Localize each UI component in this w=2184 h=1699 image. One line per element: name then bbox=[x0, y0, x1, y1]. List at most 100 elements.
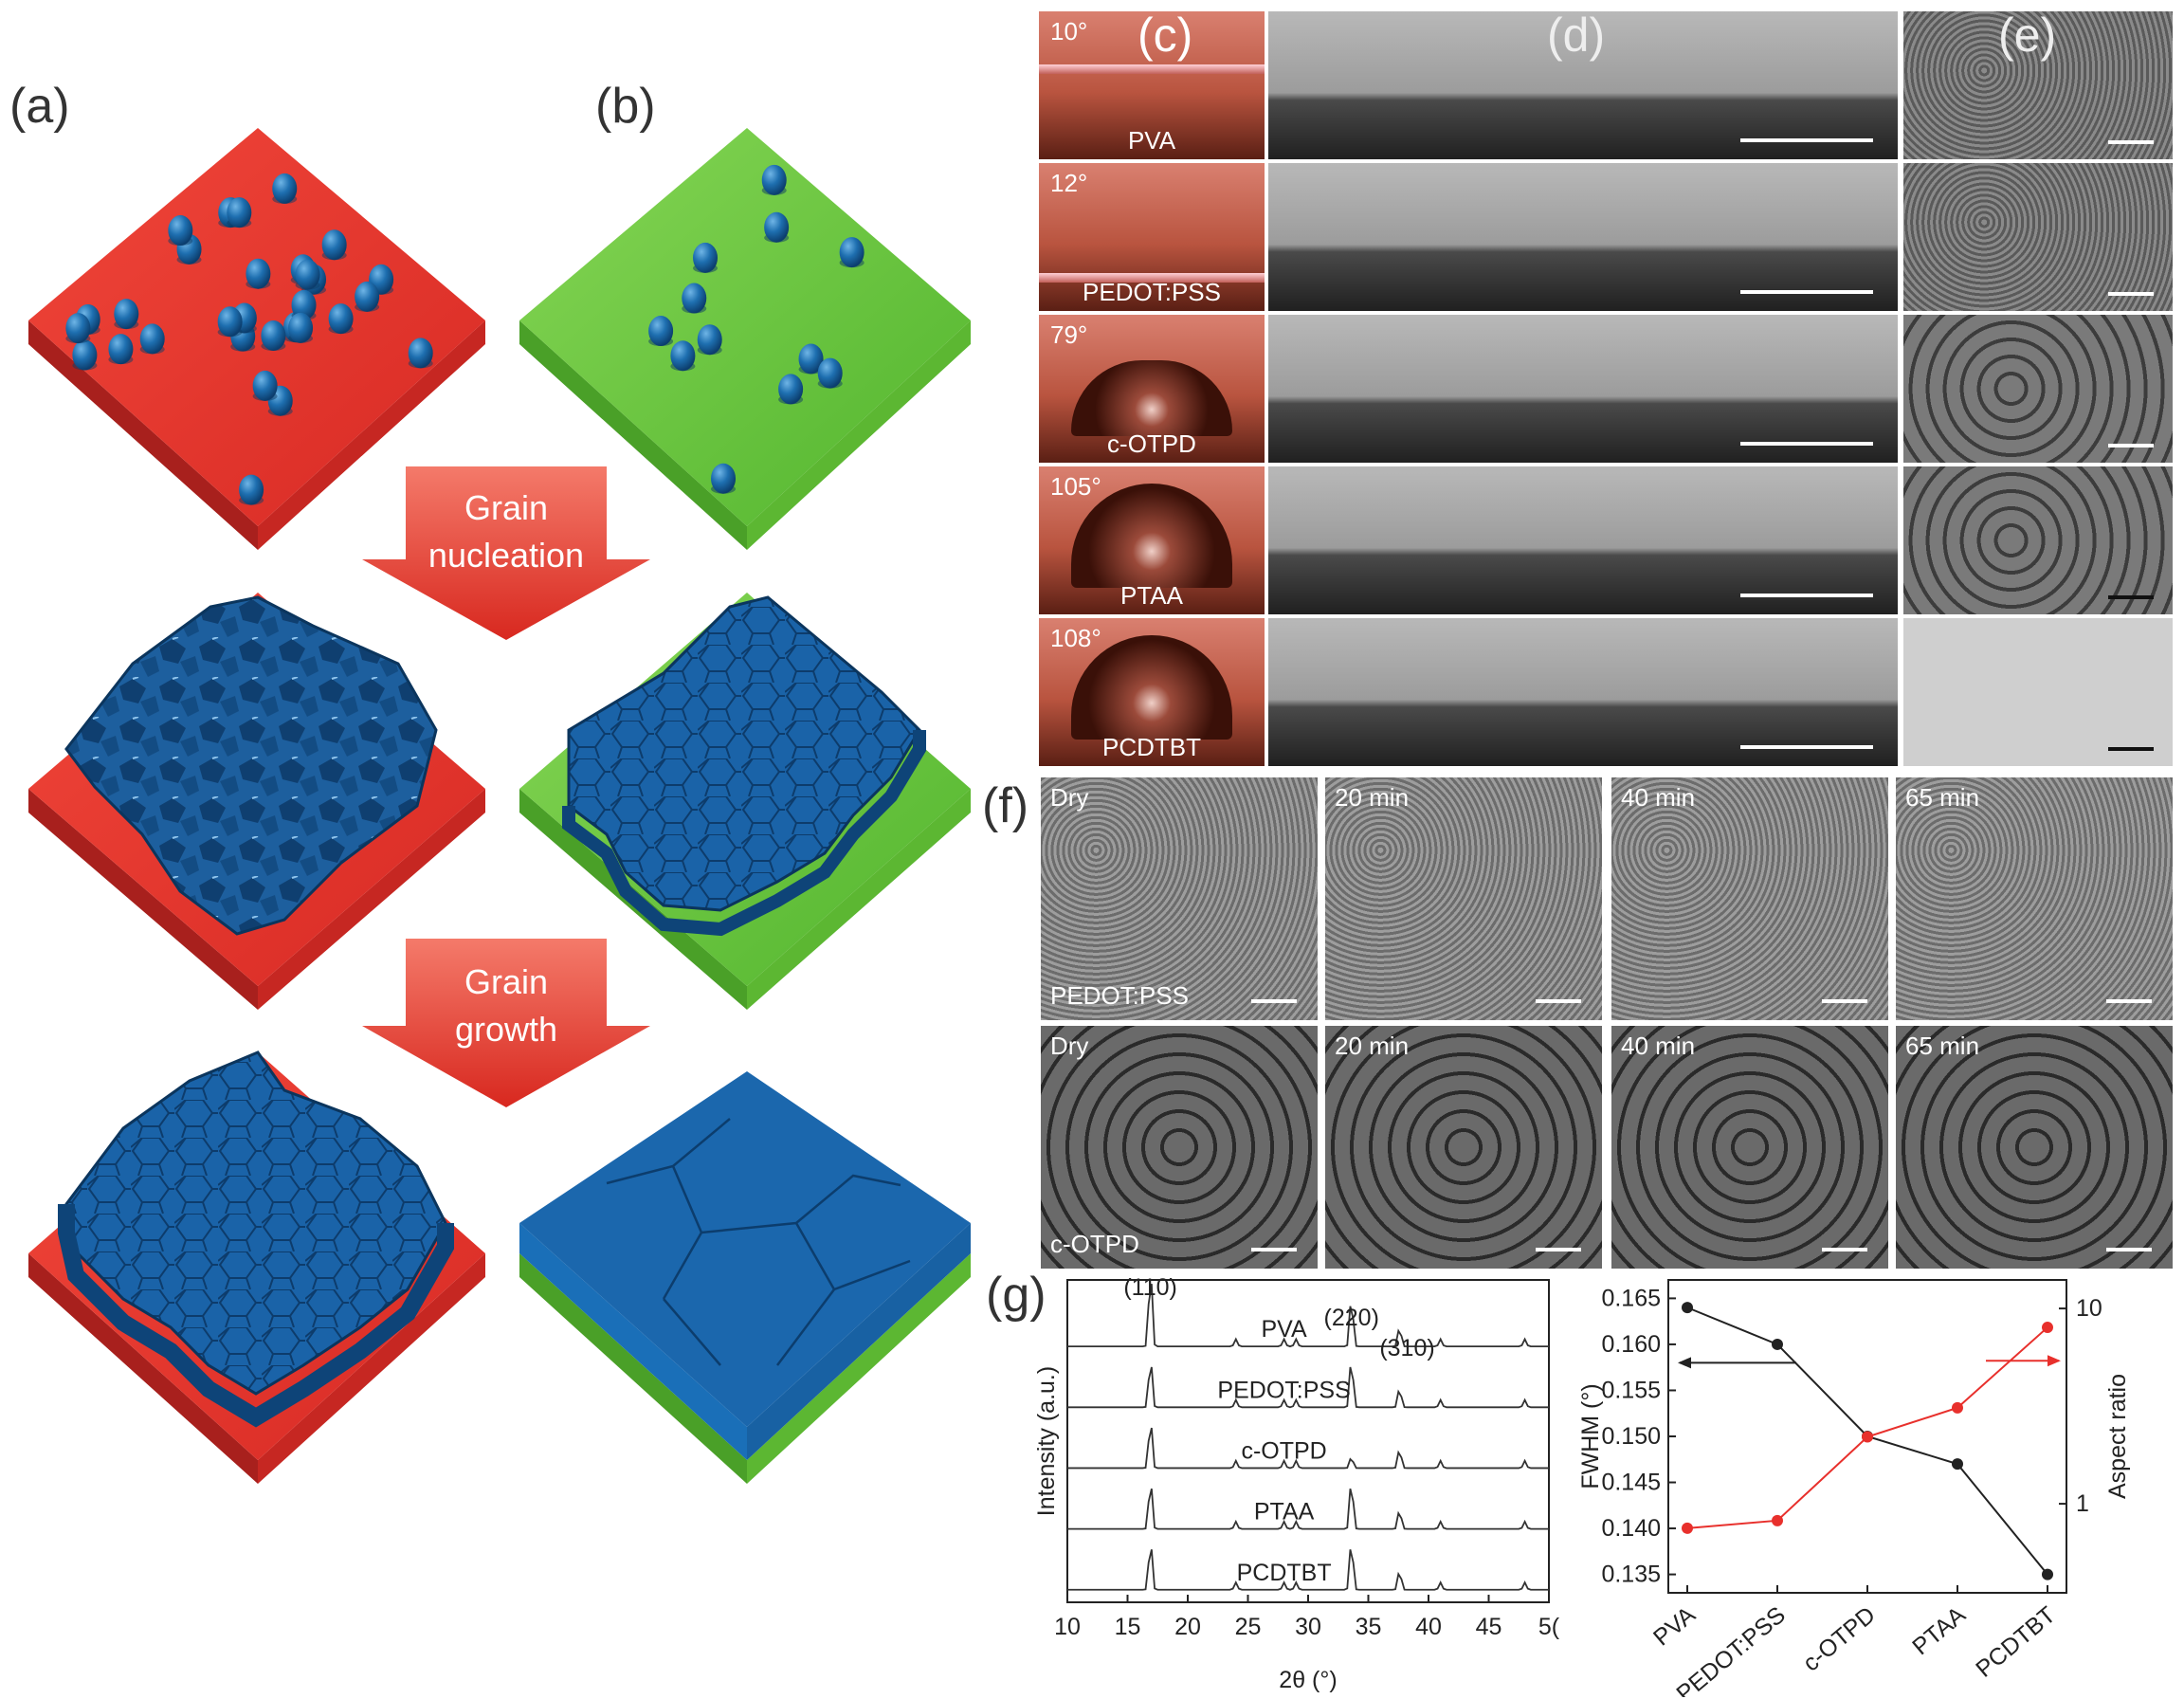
green-substrate-large-grains bbox=[519, 1071, 971, 1484]
xrd-series-line bbox=[1067, 1427, 1549, 1470]
scale-bar bbox=[1251, 1248, 1297, 1251]
cross-section-sem bbox=[1268, 315, 1898, 463]
nucleus bbox=[246, 258, 271, 289]
xrd-series-label: PVA bbox=[1262, 1316, 1307, 1343]
contact-angle-value: 79° bbox=[1050, 320, 1088, 349]
y-tick-label: 0.140 bbox=[1601, 1515, 1661, 1542]
xrd-series-label: PTAA bbox=[1254, 1499, 1315, 1525]
xrd-series-line bbox=[1067, 1366, 1549, 1409]
peak-label: (310) bbox=[1379, 1335, 1434, 1361]
scale-bar bbox=[2108, 444, 2154, 448]
annealing-time-label: 65 min bbox=[1905, 783, 1980, 812]
xrd-series-line bbox=[1067, 1284, 1549, 1348]
scale-bar bbox=[2108, 140, 2154, 144]
y-tick-label: 0.160 bbox=[1601, 1331, 1661, 1358]
substrate-label: PEDOT:PSS bbox=[1083, 278, 1221, 306]
contact-angle-value: 108° bbox=[1050, 624, 1101, 652]
nucleus bbox=[778, 374, 804, 405]
xrd-series-label: PEDOT:PSS bbox=[1217, 1377, 1350, 1403]
peak-label: (110) bbox=[1123, 1274, 1177, 1301]
panel-label-d: (d) bbox=[1547, 9, 1606, 62]
svg-text:nucleation: nucleation bbox=[428, 536, 584, 575]
cross-section-sem bbox=[1268, 466, 1898, 614]
nucleus bbox=[670, 340, 696, 372]
water-droplet bbox=[1071, 360, 1232, 436]
annealing-time-label: Dry bbox=[1050, 1032, 1089, 1060]
nucleus bbox=[114, 299, 139, 330]
nucleus bbox=[697, 324, 722, 356]
nuclei-sparse bbox=[648, 164, 864, 494]
aspect-ratio-point bbox=[2042, 1322, 2053, 1334]
grain-growth-arrow: Grain growth bbox=[362, 939, 650, 1107]
fwhm-point bbox=[1772, 1338, 1783, 1350]
x-tick-label: 45 bbox=[1476, 1614, 1502, 1640]
panel-label-f: (f) bbox=[982, 778, 1029, 833]
nuclei-dense bbox=[65, 173, 433, 505]
substrate-label: PVA bbox=[1127, 126, 1176, 155]
left-axis-pointer-head bbox=[1678, 1357, 1691, 1369]
red-substrate-small-grains bbox=[28, 1050, 485, 1484]
red-substrate-nuclei bbox=[28, 128, 485, 550]
nucleus bbox=[682, 283, 707, 314]
annealing-time-label: Dry bbox=[1050, 783, 1089, 812]
green-substrate-compact-film bbox=[519, 593, 971, 1010]
aspect-ratio-point bbox=[1862, 1431, 1873, 1443]
nucleus bbox=[72, 339, 98, 371]
contact-angle-photo: 10°PVA bbox=[1039, 11, 1265, 159]
nucleus bbox=[764, 211, 790, 243]
svg-text:Grain: Grain bbox=[464, 962, 548, 1001]
panel-label-b: (b) bbox=[595, 79, 656, 134]
aspect-ratio-point bbox=[1952, 1401, 1963, 1414]
svg-text:Grain: Grain bbox=[464, 488, 548, 527]
x-tick-label: 15 bbox=[1115, 1614, 1141, 1640]
peak-label: (220) bbox=[1324, 1305, 1379, 1331]
scale-bar bbox=[1536, 999, 1581, 1003]
scale-bar bbox=[2108, 292, 2154, 296]
nucleus bbox=[817, 357, 843, 389]
nucleus bbox=[239, 474, 264, 505]
scale-bar bbox=[1251, 999, 1297, 1003]
nucleus bbox=[328, 303, 354, 335]
nucleus bbox=[65, 313, 91, 344]
y2-tick-label: 10 bbox=[2076, 1295, 2102, 1322]
xrd-series-line bbox=[1067, 1488, 1549, 1530]
green-substrate-nuclei bbox=[519, 128, 971, 550]
scale-bar bbox=[1740, 138, 1873, 142]
y-tick-label: 0.145 bbox=[1601, 1470, 1661, 1496]
aspect-ratio-line bbox=[1686, 1326, 2048, 1529]
water-film bbox=[1039, 64, 1265, 74]
nucleus bbox=[321, 229, 347, 261]
nucleus bbox=[355, 281, 380, 312]
substrate-label: c-OTPD bbox=[1107, 429, 1196, 458]
right-axis-pointer-head bbox=[2048, 1355, 2061, 1367]
fwhm-aspect-chart: 0.1350.1400.1450.1500.1550.1600.165110FW… bbox=[1577, 1279, 2131, 1697]
scale-bar bbox=[2108, 747, 2154, 751]
panel-label-a: (a) bbox=[9, 79, 70, 134]
annealing-sem-image: 65 min bbox=[1896, 777, 2173, 1020]
panel-label-e: (e) bbox=[1998, 9, 2057, 62]
red-substrate-rough-film bbox=[28, 593, 485, 1010]
xrd-series-label: PCDTBT bbox=[1237, 1560, 1332, 1586]
cross-section-sem bbox=[1268, 618, 1898, 766]
top-view-sem bbox=[1903, 315, 2173, 463]
substrate-label: PCDTBT bbox=[1102, 733, 1201, 761]
contact-angle-photo: 12° PEDOT:PSS bbox=[1039, 163, 1265, 311]
nucleus bbox=[839, 237, 864, 268]
scale-bar bbox=[1740, 442, 1873, 446]
scale-bar bbox=[1740, 594, 1873, 597]
x-tick-label: PVA bbox=[1648, 1601, 1701, 1652]
nucleus bbox=[139, 323, 165, 355]
panel-label-g: (g) bbox=[986, 1268, 1046, 1323]
annealing-time-label: 65 min bbox=[1905, 1032, 1980, 1060]
nucleus bbox=[408, 338, 433, 369]
contact-angle-photo: 105°PTAA bbox=[1039, 466, 1265, 614]
xrd-series-line bbox=[1067, 1549, 1549, 1591]
annealing-sem-image: 40 min bbox=[1611, 1026, 1888, 1269]
x-tick-label: 20 bbox=[1174, 1614, 1201, 1640]
contact-angle-value: 12° bbox=[1050, 169, 1088, 197]
schematic-diagram: Grain nucleation Grain growth bbox=[28, 128, 971, 1484]
nucleus bbox=[648, 316, 674, 347]
nucleus bbox=[108, 334, 134, 365]
